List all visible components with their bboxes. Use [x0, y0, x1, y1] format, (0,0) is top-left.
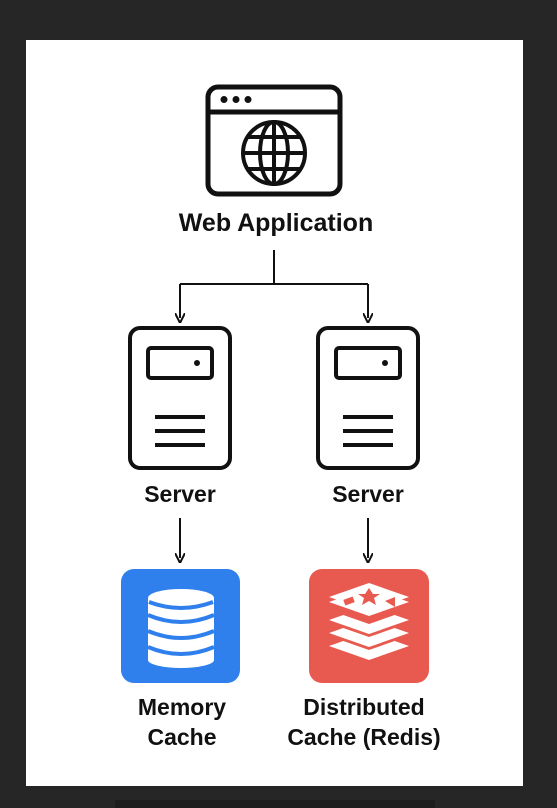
bottom-strip: [115, 800, 435, 808]
server-label-2: Server: [332, 481, 404, 507]
browser-globe-icon: [205, 84, 343, 197]
distributed-cache-label: Distributed Cache (Redis): [254, 692, 474, 752]
database-icon: [121, 569, 240, 683]
branch-connector: [180, 250, 368, 318]
server-tower-icon: [128, 326, 232, 470]
server-tower-icon: [316, 326, 420, 470]
globe-icon: [241, 120, 307, 186]
memory-cache-label: Memory Cache: [72, 692, 292, 752]
distributed-cache-label-line2: Cache (Redis): [287, 724, 441, 750]
web-application-label: Web Application: [178, 209, 374, 237]
server-label-1: Server: [144, 481, 216, 507]
distributed-cache-label-line1: Distributed: [303, 694, 425, 720]
redis-icon: [309, 569, 429, 683]
memory-cache-label-line2: Cache: [147, 724, 217, 750]
memory-cache-label-line1: Memory: [137, 694, 227, 720]
server-to-cache-arrows: [180, 518, 368, 558]
